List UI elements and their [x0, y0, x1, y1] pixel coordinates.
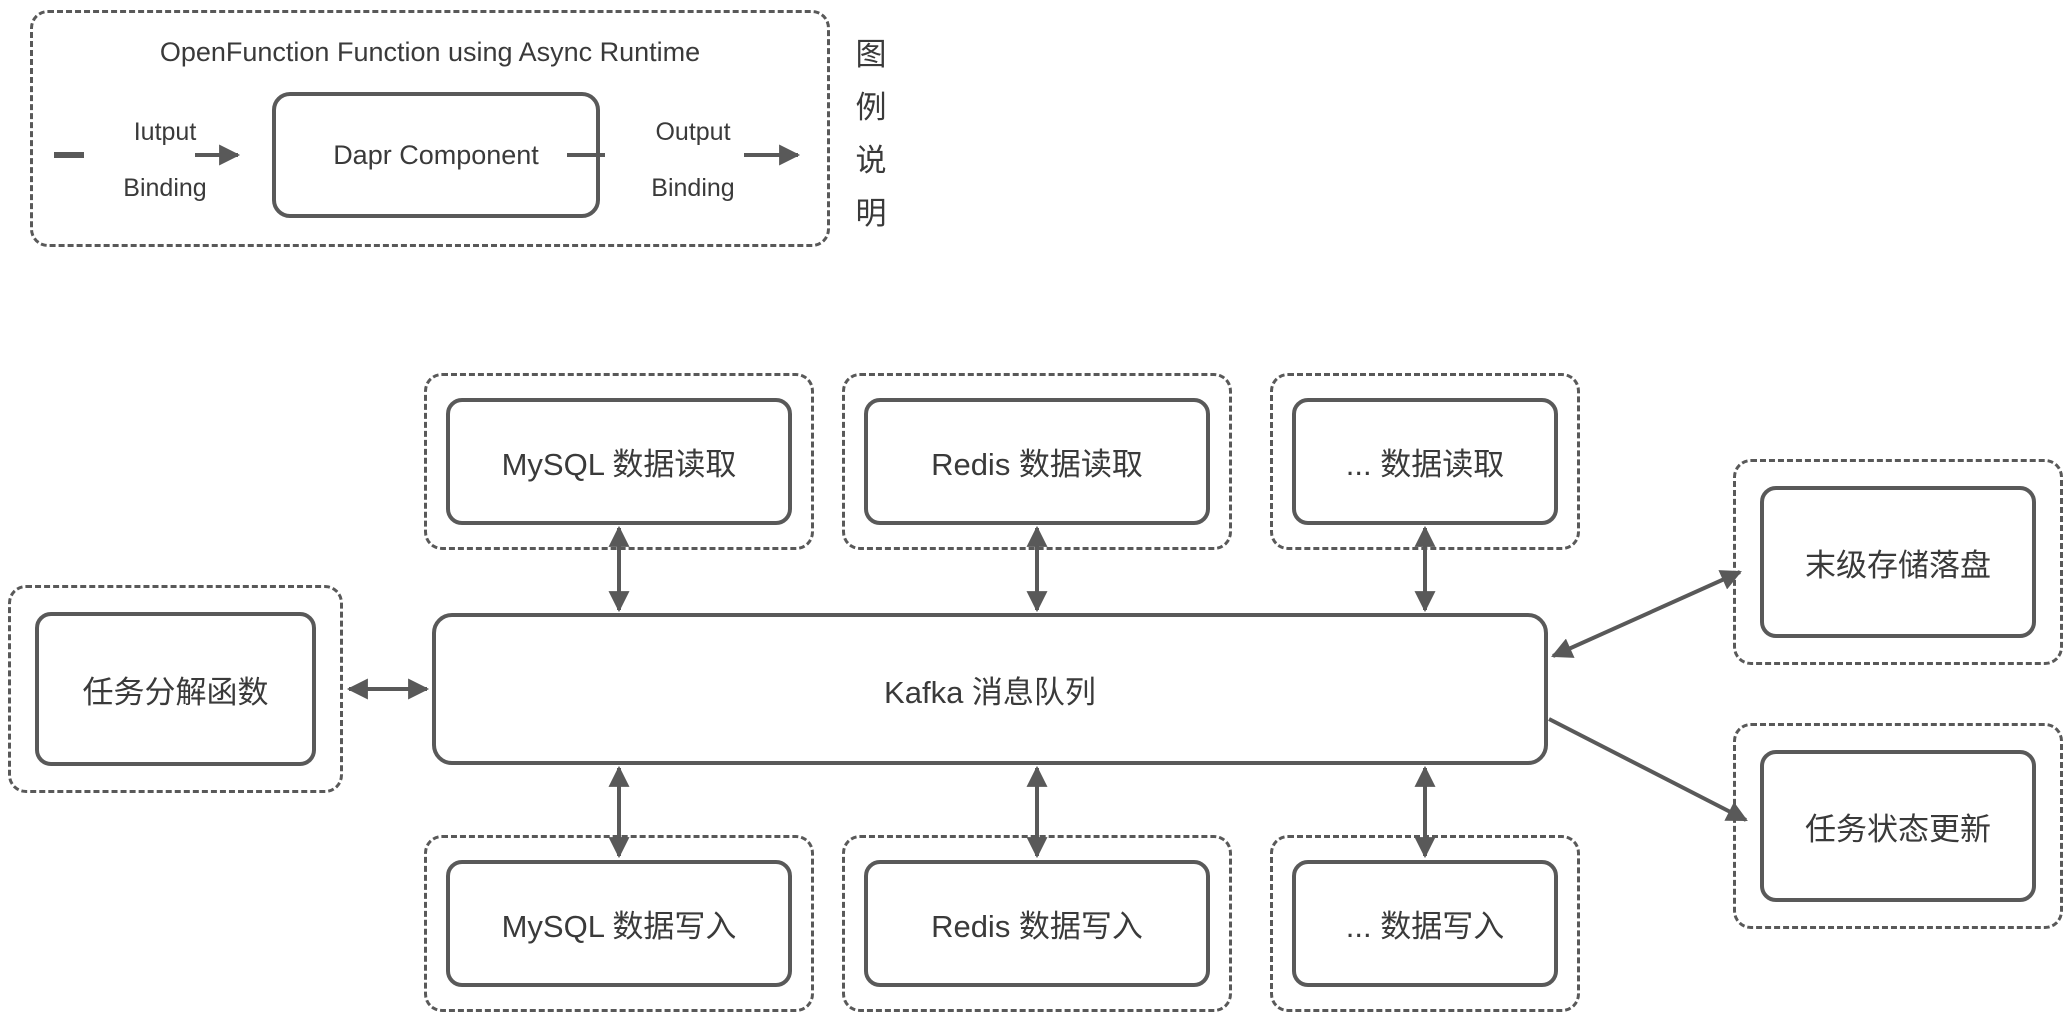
redis-read-group: Redis 数据读取	[842, 373, 1232, 550]
other-write-label: ... 数据写入	[1345, 909, 1505, 944]
arrow-kafka-task-status	[1548, 717, 1748, 822]
redis-read-node: Redis 数据读取	[864, 398, 1210, 525]
mysql-read-label: MySQL 数据读取	[501, 447, 737, 482]
legend-title: OpenFunction Function using Async Runtim…	[159, 37, 701, 67]
task-status-group: 任务状态更新	[1733, 723, 2063, 929]
mysql-read-group: MySQL 数据读取	[424, 373, 814, 550]
kafka-queue-node: Kafka 消息队列	[432, 613, 1548, 765]
other-write-group: ... 数据写入	[1270, 835, 1580, 1012]
other-read-label: ... 数据读取	[1345, 447, 1505, 482]
redis-write-group: Redis 数据写入	[842, 835, 1232, 1012]
redis-read-label: Redis 数据读取	[931, 447, 1143, 482]
final-storage-group: 末级存储落盘	[1733, 459, 2063, 665]
legend-panel: OpenFunction Function using Async Runtim…	[30, 10, 830, 247]
task-split-label: 任务分解函数	[82, 674, 269, 710]
legend-side-caption: 图例说明	[855, 37, 887, 231]
other-write-node: ... 数据写入	[1292, 860, 1558, 987]
other-read-group: ... 数据读取	[1270, 373, 1580, 550]
task-status-label: 任务状态更新	[1805, 811, 1991, 847]
mysql-read-node: MySQL 数据读取	[446, 398, 792, 525]
mysql-write-node: MySQL 数据写入	[446, 860, 792, 987]
task-status-node: 任务状态更新	[1760, 750, 2036, 902]
task-split-node: 任务分解函数	[35, 612, 316, 766]
task-split-group: 任务分解函数	[8, 585, 343, 793]
mysql-write-label: MySQL 数据写入	[501, 909, 737, 944]
mysql-write-group: MySQL 数据写入	[424, 835, 814, 1012]
kafka-queue-label: Kafka 消息队列	[884, 674, 1096, 710]
dapr-component-label: Dapr Component	[333, 139, 539, 170]
input-binding-label: Iutput Binding	[123, 118, 207, 202]
final-storage-label: 末级存储落盘	[1805, 547, 1991, 583]
redis-write-node: Redis 数据写入	[864, 860, 1210, 987]
arrow-kafka-final-storage	[1551, 570, 1742, 658]
other-read-node: ... 数据读取	[1292, 398, 1558, 525]
dapr-component-node: Dapr Component	[272, 92, 600, 218]
output-binding-label: Output Binding	[651, 118, 735, 202]
final-storage-node: 末级存储落盘	[1760, 486, 2036, 638]
redis-write-label: Redis 数据写入	[931, 909, 1143, 944]
